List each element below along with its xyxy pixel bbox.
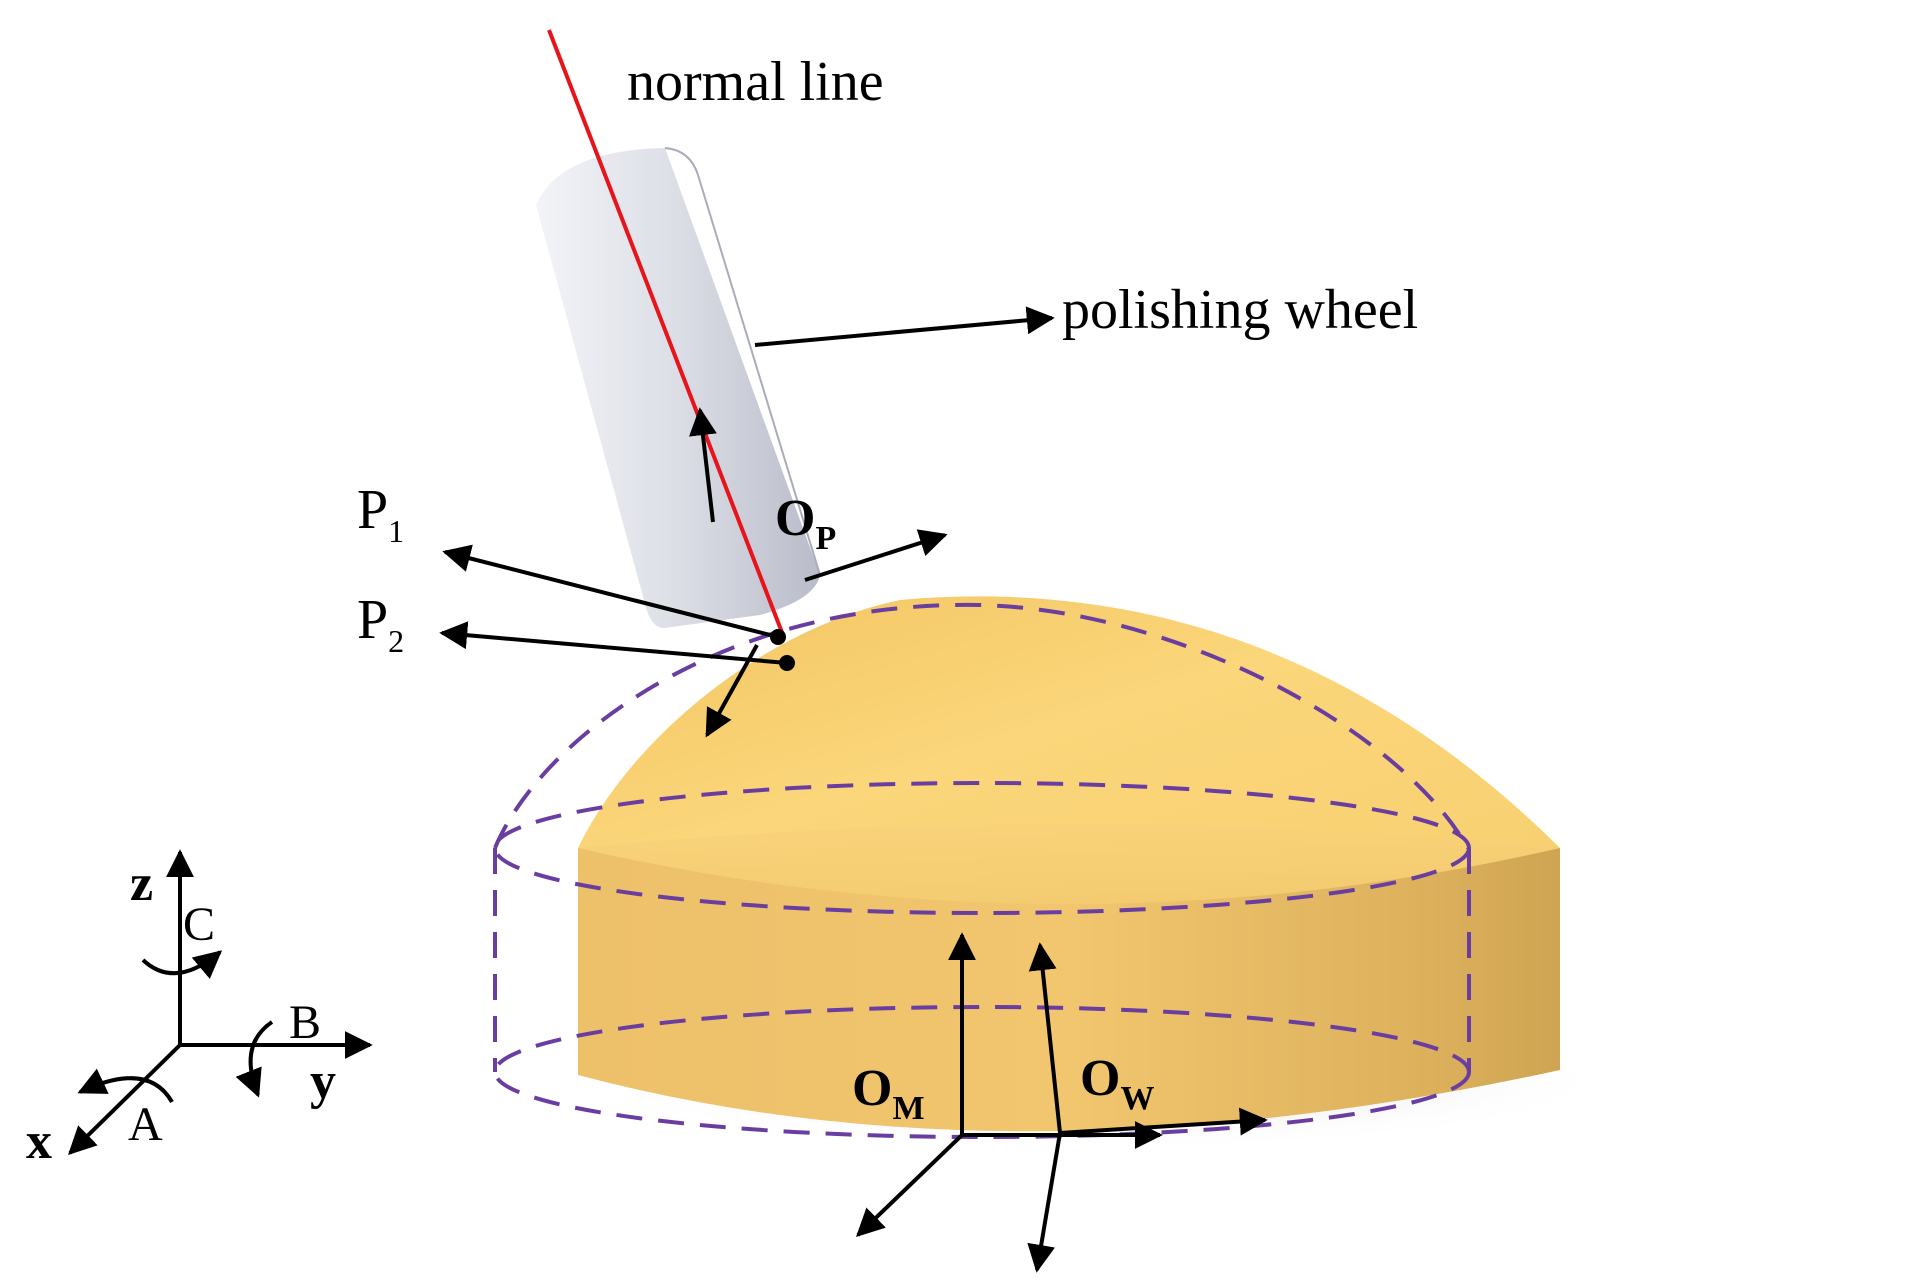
- workpiece-cylinder: [578, 848, 1560, 1132]
- normal-up-arrow: [688, 407, 717, 523]
- p2-arrow: [439, 621, 788, 665]
- rotation-c-arrow: [141, 950, 223, 979]
- rotation-b-label: B: [289, 996, 321, 1049]
- ow-down-arrow: [1027, 1132, 1062, 1273]
- rotation-a-label: A: [128, 1098, 163, 1151]
- om-label: OM: [852, 1060, 925, 1127]
- ow-base: O: [1080, 1050, 1120, 1107]
- base-frames: [855, 932, 1268, 1273]
- ow-label: OW: [1080, 1050, 1154, 1117]
- workpiece-dome: [578, 596, 1560, 904]
- ow-right-arrow: [1059, 1107, 1268, 1136]
- om-down-left-arrow: [855, 1133, 964, 1237]
- normal-line: [547, 29, 785, 636]
- dashed-outline: [493, 602, 1471, 1139]
- wheel-body: [536, 148, 820, 628]
- p1-label: P1: [357, 479, 404, 549]
- axes-triad: [68, 849, 373, 1155]
- contact-down-arrow: [705, 644, 759, 738]
- p1-arrow: [442, 544, 779, 639]
- polishing-wheel-label: polishing wheel: [1062, 279, 1418, 341]
- wheel-label-pointer: [754, 306, 1055, 347]
- rotation-c-label: C: [183, 898, 215, 951]
- op-sub: P: [815, 520, 836, 557]
- z-axis-label: z: [130, 855, 153, 912]
- op-base: O: [775, 490, 815, 547]
- p2-label: P2: [357, 589, 404, 659]
- x-axis: [68, 1043, 182, 1155]
- contact-arrows: [439, 407, 948, 738]
- workpiece-rim: [578, 824, 1560, 904]
- rotation-a-arrow: [77, 1068, 174, 1104]
- ow-sub: W: [1120, 1080, 1154, 1117]
- workpiece: [578, 596, 1560, 1132]
- normal-line-label: normal line: [627, 51, 884, 113]
- polishing-wheel: [536, 147, 821, 628]
- p1-sub: 1: [388, 513, 404, 549]
- contact-point-p1: [770, 629, 786, 645]
- rotation-b-arrow: [235, 1020, 274, 1098]
- op-right-arrow: [804, 529, 948, 582]
- op-label: OP: [775, 490, 836, 557]
- wheel-face-edge: [664, 147, 821, 576]
- contact-point-p2: [779, 655, 795, 671]
- y-axis-label: y: [310, 1053, 336, 1110]
- om-sub: M: [892, 1090, 924, 1127]
- p2-sub: 2: [388, 623, 404, 659]
- om-base: O: [852, 1060, 892, 1117]
- p2-base: P: [357, 589, 388, 651]
- x-axis-label: x: [26, 1113, 52, 1170]
- dashed-sphere-arc: [493, 602, 1470, 850]
- ow-up-arrow: [1028, 942, 1062, 1134]
- p1-base: P: [357, 479, 388, 541]
